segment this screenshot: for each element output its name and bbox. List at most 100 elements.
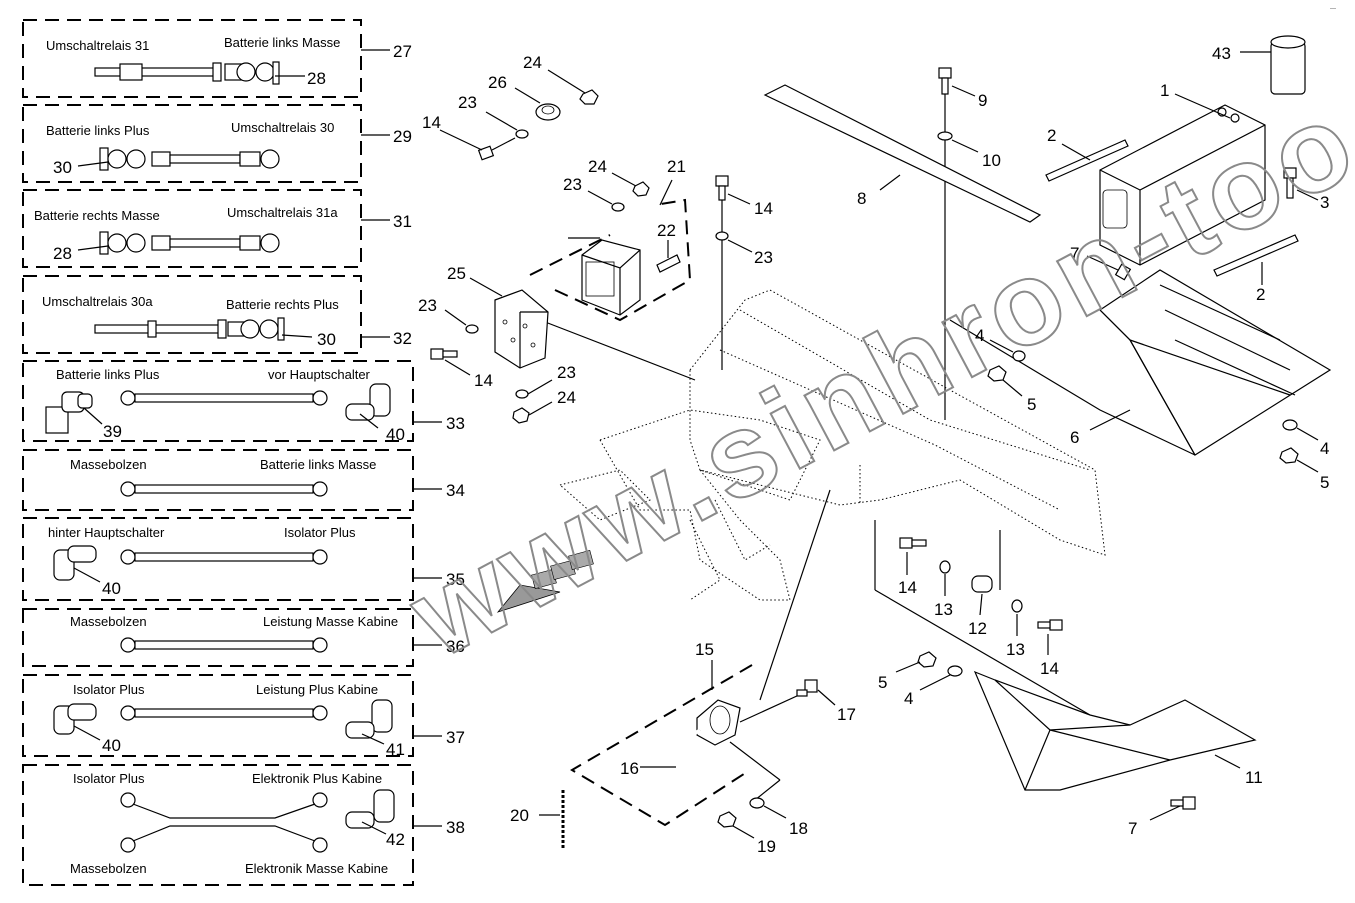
connector-boot-icon xyxy=(45,391,93,434)
cable-right-label: Batterie links Masse xyxy=(224,35,340,50)
callout-2: 2 xyxy=(1047,126,1056,145)
callout-28: 28 xyxy=(307,69,326,88)
cable-right-label: Batterie links Masse xyxy=(260,457,376,472)
nut-part: 5 xyxy=(987,365,1036,414)
washer-part: 13 xyxy=(1006,599,1025,659)
washer-part: 23 xyxy=(715,231,773,267)
corner-mark: — xyxy=(1330,6,1336,12)
callout-40: 40 xyxy=(102,736,121,755)
washer-part: 4 xyxy=(1282,419,1329,458)
callout-4: 4 xyxy=(1320,439,1329,458)
connector-boot-icon xyxy=(345,789,395,829)
callout-23: 23 xyxy=(458,93,477,112)
callout-11: 11 xyxy=(1245,768,1263,787)
bolt-part: 3 xyxy=(1283,167,1329,212)
bolt-part: 9 xyxy=(938,67,987,110)
callout-40: 40 xyxy=(386,425,405,444)
box-frame xyxy=(22,608,414,667)
item-number-38: 38 xyxy=(446,818,465,837)
callout-26: 26 xyxy=(488,73,507,92)
nut-part: 19 xyxy=(717,811,776,856)
washer-part: 23 xyxy=(515,363,576,399)
bolt-part: 14 xyxy=(898,537,927,597)
box-frame xyxy=(22,275,362,354)
bracket-part: 25 xyxy=(447,264,549,369)
step-bracket-part: 11 xyxy=(973,670,1263,791)
callout-22: 22 xyxy=(657,221,676,240)
cable-box-34: Massebolzen Batterie links Masse 34 xyxy=(22,449,465,511)
callout-5: 5 xyxy=(1320,473,1329,492)
callout-5: 5 xyxy=(1027,395,1036,414)
washer-part: 10 xyxy=(937,131,1001,170)
callout-4: 4 xyxy=(904,689,913,708)
cable-lug-icon xyxy=(120,637,328,653)
bolt-part: 14 xyxy=(715,175,773,218)
box-frame xyxy=(22,517,414,601)
cable-box-29: Batterie links Plus Umschaltrelais 30 29… xyxy=(22,104,412,183)
cable-right-label: Umschaltrelais 31a xyxy=(227,205,338,220)
cable-box-31: Batterie rechts Masse Umschaltrelais 31a… xyxy=(22,189,412,268)
cable-left-label: Umschaltrelais 30a xyxy=(42,294,153,309)
callout-24: 24 xyxy=(523,53,542,72)
cable-box-32: Umschaltrelais 30a Batterie rechts Plus … xyxy=(22,275,412,354)
paint-can-part: 43 xyxy=(1212,35,1306,95)
cable-right-label: Batterie rechts Plus xyxy=(226,297,339,312)
nut-part: 5 xyxy=(878,651,937,692)
cable-box-35: hinter Hauptschalter Isolator Plus 35 40 xyxy=(22,517,465,601)
connector-boot-icon xyxy=(53,703,97,735)
callout-7: 7 xyxy=(1128,819,1137,838)
callout-13: 13 xyxy=(1006,640,1025,659)
cable-right-label: Elektronik Plus Kabine xyxy=(252,771,382,786)
connector-boot-icon xyxy=(345,699,393,739)
item-number-33: 33 xyxy=(446,414,465,433)
cable-left-label: hinter Hauptschalter xyxy=(48,525,165,540)
callout-23: 23 xyxy=(418,296,437,315)
callout-4: 4 xyxy=(975,326,984,345)
box-frame xyxy=(22,360,414,442)
item-number-35: 35 xyxy=(446,570,465,589)
cable-right-label: Umschaltrelais 30 xyxy=(231,120,334,135)
callout-19: 19 xyxy=(757,837,776,856)
frame-assembly xyxy=(496,90,1106,716)
battery-tray-part: 6 xyxy=(949,269,1332,456)
box-frame xyxy=(22,19,362,98)
callout-16: 16 xyxy=(620,759,639,778)
callout-2: 2 xyxy=(1256,285,1265,304)
callout-14: 14 xyxy=(474,371,493,390)
callout-28: 28 xyxy=(53,244,72,263)
callout-39: 39 xyxy=(103,422,122,441)
callout-9: 9 xyxy=(978,91,987,110)
cover-plate-part: 8 xyxy=(763,84,1042,223)
ground-strap-part: 20 xyxy=(510,790,565,850)
cable-right-label: Isolator Plus xyxy=(284,525,356,540)
item-number-36: 36 xyxy=(446,637,465,656)
cable-panel: Umschaltrelais 31 Batterie links Masse 2… xyxy=(22,19,465,886)
washer-part: 18 xyxy=(749,797,808,838)
battery-clamp-part: 2 2 xyxy=(1045,126,1299,304)
item-number-27: 27 xyxy=(393,42,412,61)
battery-cable-icon xyxy=(99,147,280,171)
callout-10: 10 xyxy=(982,151,1001,170)
callout-24: 24 xyxy=(588,157,607,176)
cable-right-label: Leistung Plus Kabine xyxy=(256,682,378,697)
battery-cable-icon xyxy=(99,231,280,255)
callout-14: 14 xyxy=(422,113,441,132)
callout-12: 12 xyxy=(968,619,987,638)
bolt-part: 14 xyxy=(422,113,516,161)
bolt-part: 7 xyxy=(1070,244,1132,281)
bolt-part: 14 xyxy=(430,348,493,390)
cable-lug-icon xyxy=(120,705,328,721)
washer-part: 23 xyxy=(418,296,479,334)
cable-right-label: vor Hauptschalter xyxy=(268,367,371,382)
nut-part: 24 xyxy=(512,388,576,424)
callout-23: 23 xyxy=(563,175,582,194)
nut-part: 24 xyxy=(523,53,599,105)
callout-24: 24 xyxy=(557,388,576,407)
callout-14: 14 xyxy=(898,578,917,597)
clip-part: 26 xyxy=(488,73,561,121)
washer-part: 23 xyxy=(563,175,625,212)
nut-part: 5 xyxy=(1279,447,1329,492)
cable-left-label: Batterie links Plus xyxy=(56,367,160,382)
cable-left-label: Massebolzen xyxy=(70,457,147,472)
